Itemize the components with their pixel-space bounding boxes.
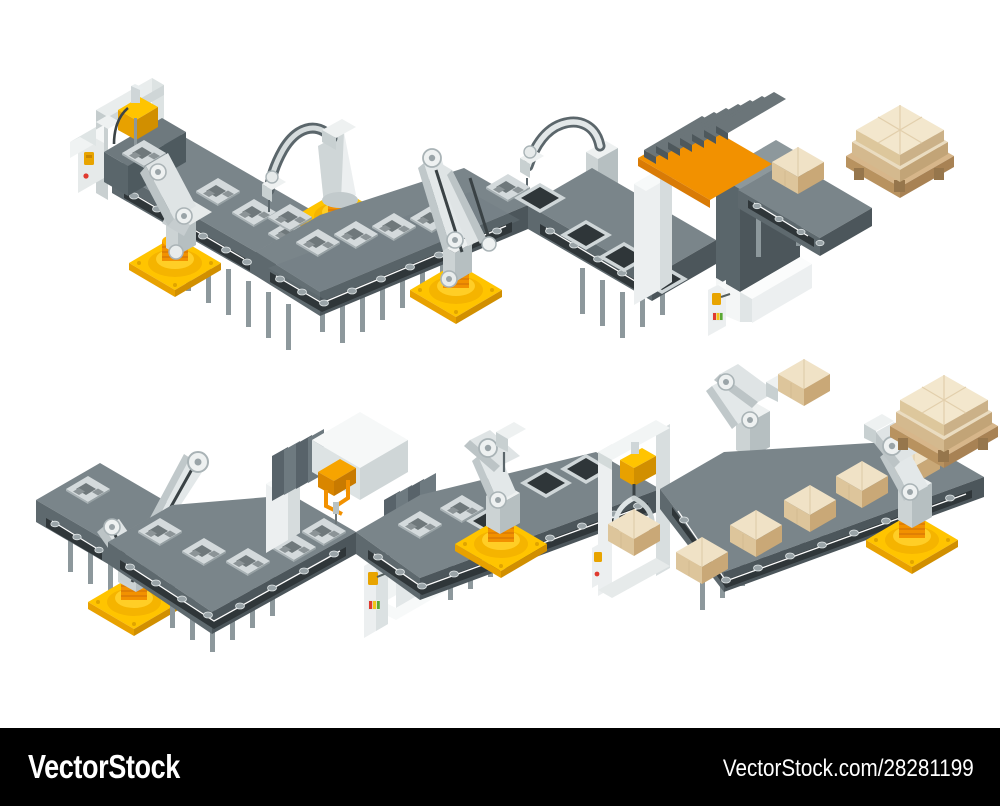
jointed-robot-arm bbox=[454, 422, 548, 579]
bottom-production-line bbox=[36, 358, 999, 652]
delta-welding-robot bbox=[262, 119, 388, 251]
scara-robot-arm bbox=[409, 148, 503, 325]
palletizing-robot bbox=[864, 414, 959, 575]
watermark-footer: VectorStock VectorStock.com/28281199 bbox=[0, 728, 1000, 806]
drill-spindle-head bbox=[118, 84, 158, 158]
indicator-light-red bbox=[594, 571, 600, 577]
vectorstock-url: VectorStock.com/28281199 bbox=[723, 755, 974, 782]
gantry-tool-carriage bbox=[318, 459, 356, 524]
gripper-head bbox=[620, 442, 656, 498]
articulated-robot-arm-1 bbox=[128, 153, 222, 298]
indicator-light-green bbox=[377, 601, 380, 609]
pick-place-robot bbox=[705, 358, 831, 505]
indicator-light-yellow bbox=[716, 313, 720, 320]
indicator-light-red bbox=[713, 313, 716, 320]
vectorstock-brand: VectorStock bbox=[28, 748, 180, 785]
output-conveyor bbox=[738, 146, 872, 257]
control-cabinet bbox=[364, 552, 388, 638]
indicator-light-green bbox=[720, 313, 723, 320]
control-box-1 bbox=[708, 280, 731, 336]
switch-knob bbox=[368, 572, 378, 585]
indicator-light-yellow bbox=[373, 601, 377, 609]
switch-knob bbox=[712, 293, 721, 305]
indicator-light-red bbox=[83, 173, 89, 179]
indicator-light-red bbox=[369, 601, 373, 609]
top-production-line bbox=[70, 78, 955, 350]
gripper-hoist-station bbox=[592, 420, 670, 598]
